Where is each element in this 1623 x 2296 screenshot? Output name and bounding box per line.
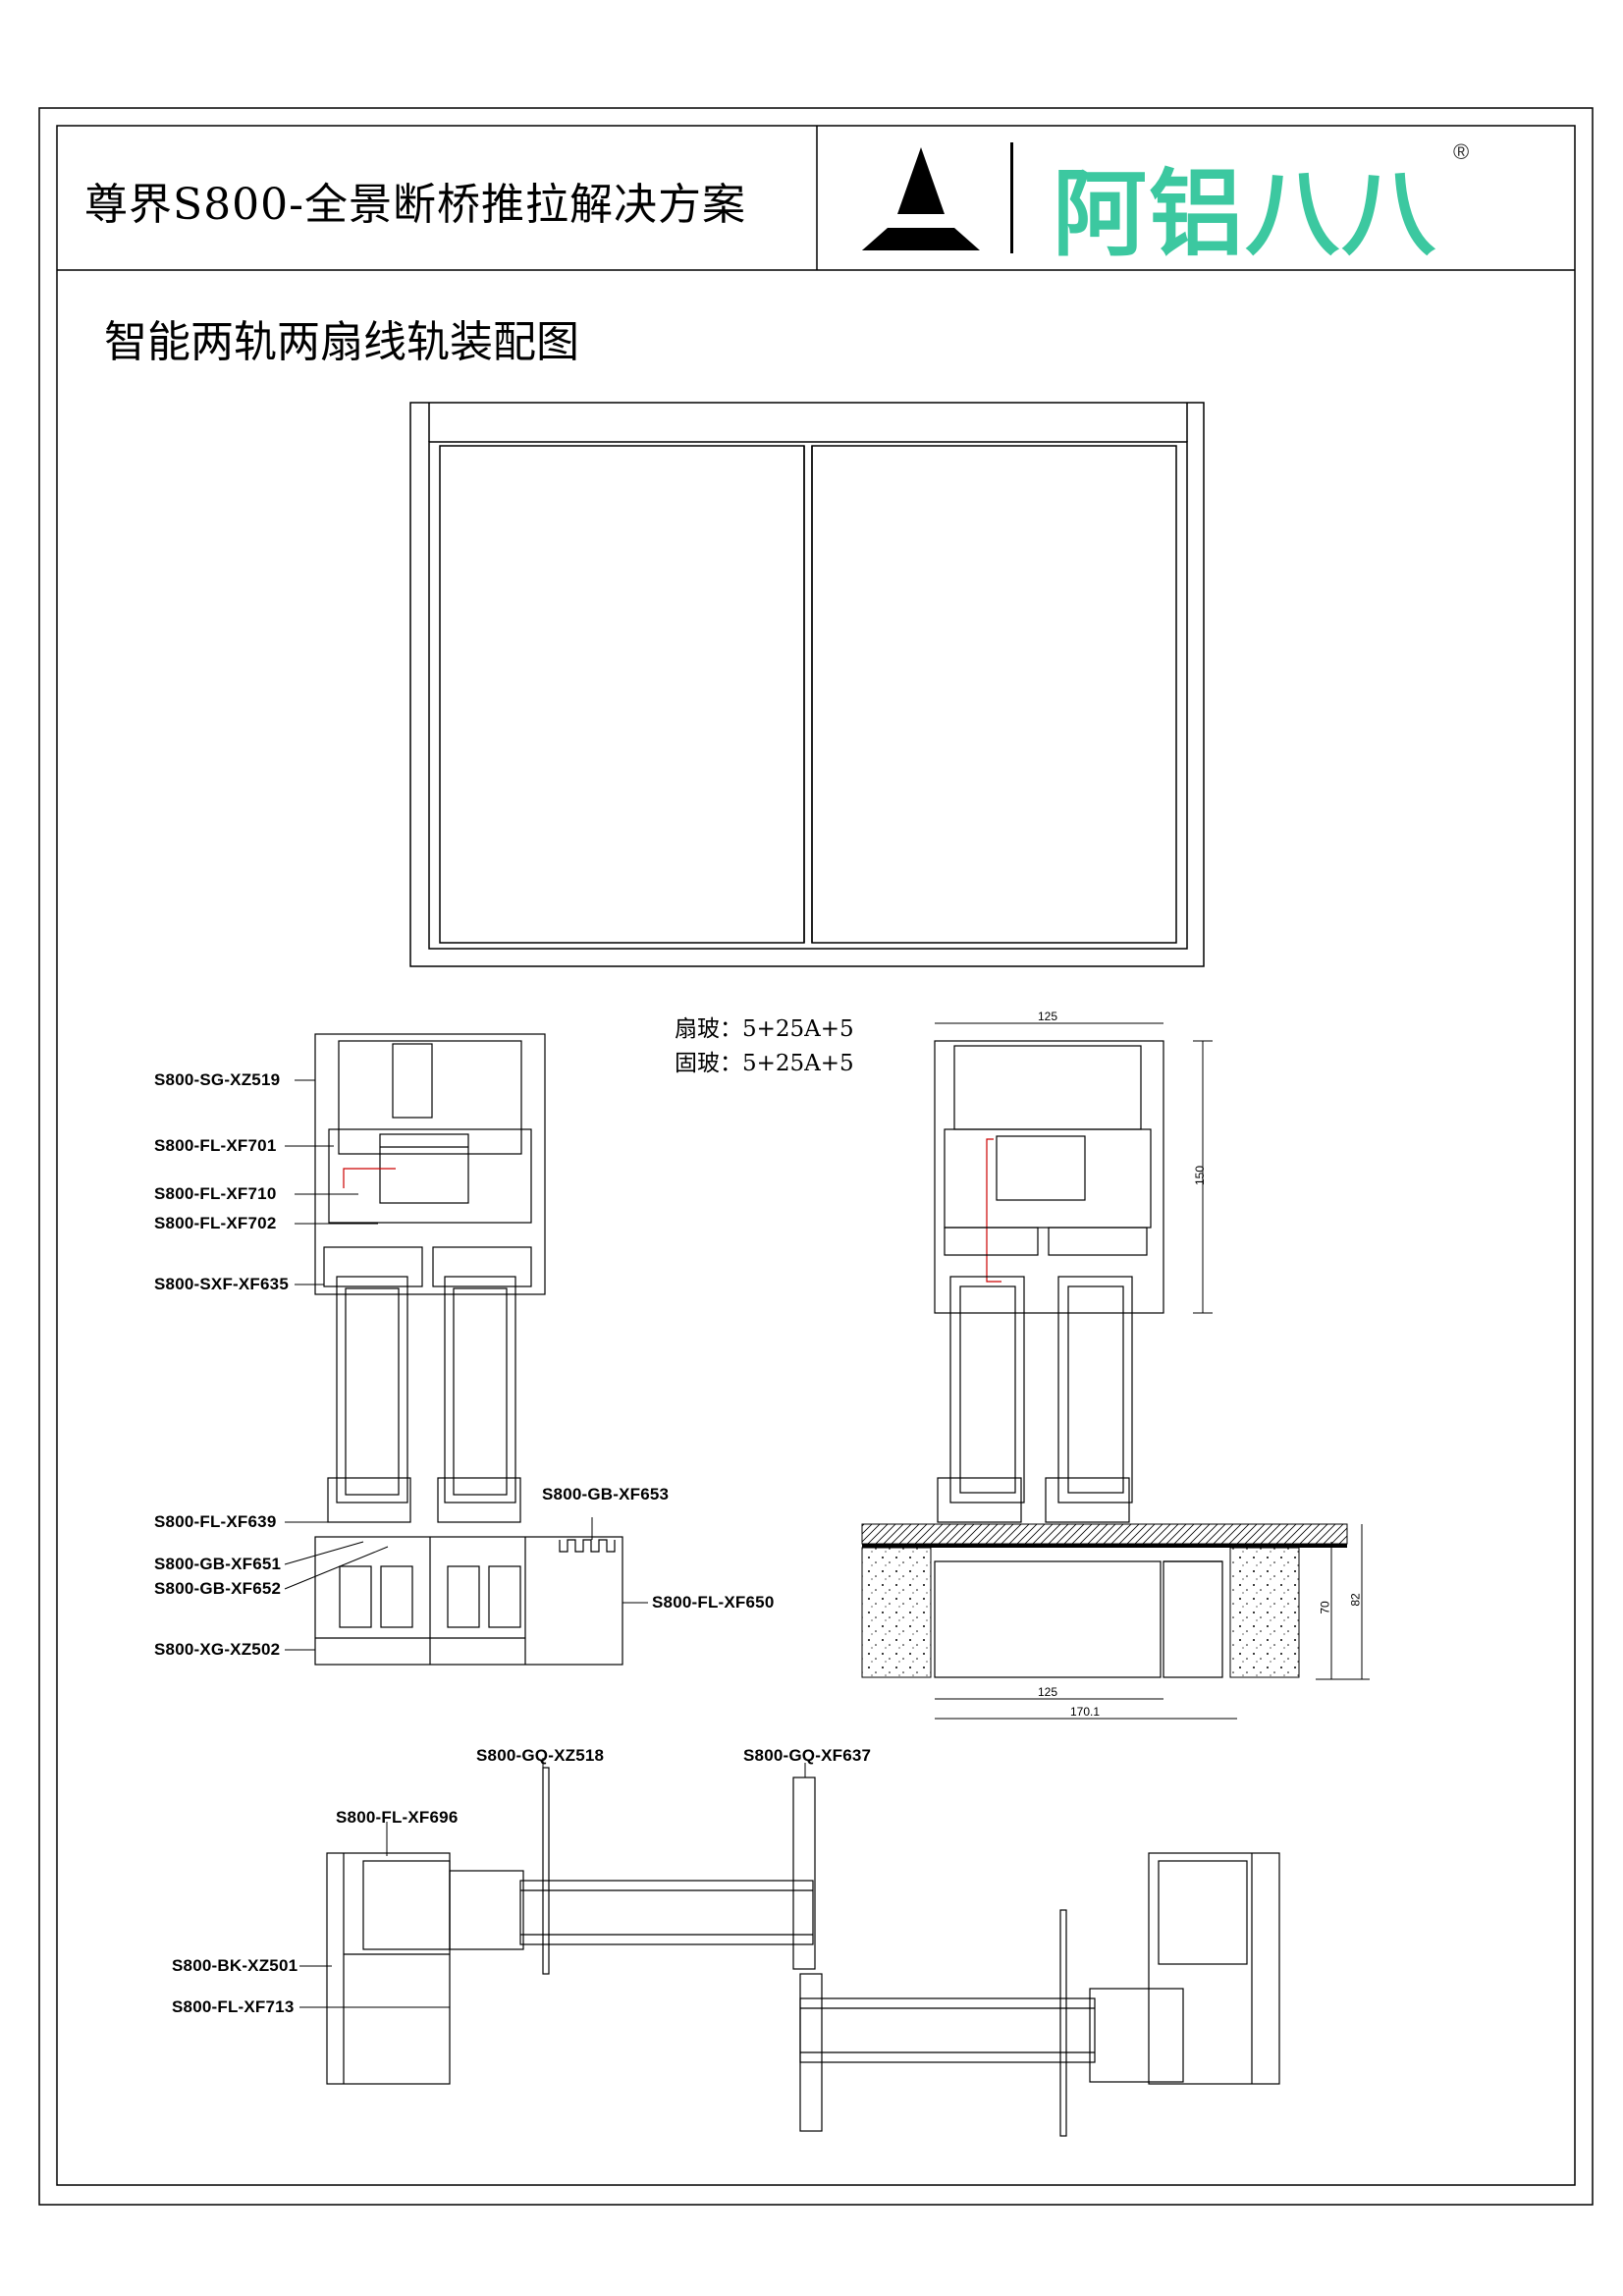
- dimension-bottom-width: 125: [1038, 1685, 1058, 1699]
- part-label: S800-XG-XZ502: [154, 1640, 281, 1659]
- part-label: S800-FL-XF701: [154, 1136, 277, 1155]
- part-label: S800-FL-XF696: [336, 1808, 459, 1827]
- part-label: S800-GQ-XF637: [743, 1746, 872, 1765]
- sheet-frame: [38, 107, 1594, 2206]
- vertical-section-right: [934, 1040, 1223, 1678]
- vertical-section-left: [314, 1033, 623, 1666]
- leader-lines-plan: [299, 1758, 806, 2008]
- floor-slab: [861, 1523, 1348, 1678]
- drawing-title: 智能两轨两扇线轨装配图: [104, 317, 579, 367]
- part-label: S800-BK-XZ501: [172, 1956, 298, 1975]
- leader-lines-left: [284, 1079, 648, 1651]
- part-label: S800-GB-XF651: [154, 1555, 282, 1573]
- part-label: S800-GB-XF652: [154, 1579, 282, 1598]
- part-label: S800-FL-XF639: [154, 1512, 277, 1531]
- part-label: S800-GB-XF653: [542, 1485, 670, 1503]
- glass-spec-fixed: 固玻：5+25A+5: [675, 1051, 854, 1076]
- brand-logo-text: 阿铝八八: [1053, 159, 1437, 269]
- dimension-overall-width: 170.1: [1070, 1705, 1101, 1719]
- part-label: S800-SG-XZ519: [154, 1070, 281, 1089]
- registered-mark: ®: [1453, 139, 1470, 164]
- dimension-sill-70: 70: [1318, 1601, 1332, 1614]
- dimension-top-width: 125: [1038, 1010, 1058, 1023]
- part-label: S800-FL-XF702: [154, 1214, 277, 1232]
- dimension-lines: [935, 1022, 1370, 1720]
- part-label: S800-FL-XF650: [652, 1593, 775, 1612]
- part-label: S800-GQ-XZ518: [476, 1746, 605, 1765]
- plan-section: [326, 1767, 1280, 2137]
- part-label: S800-SXF-XF635: [154, 1275, 289, 1293]
- page-title: 尊界S800-全景断桥推拉解决方案: [84, 180, 746, 230]
- window-elevation: [409, 402, 1205, 967]
- logo-mark: [862, 142, 1013, 253]
- glass-spec-sash: 扇玻：5+25A+5: [675, 1016, 854, 1042]
- part-label: S800-FL-XF713: [172, 1997, 295, 2016]
- dimension-sill-82: 82: [1348, 1593, 1363, 1607]
- part-label: S800-FL-XF710: [154, 1184, 277, 1203]
- dimension-height: 150: [1193, 1165, 1208, 1186]
